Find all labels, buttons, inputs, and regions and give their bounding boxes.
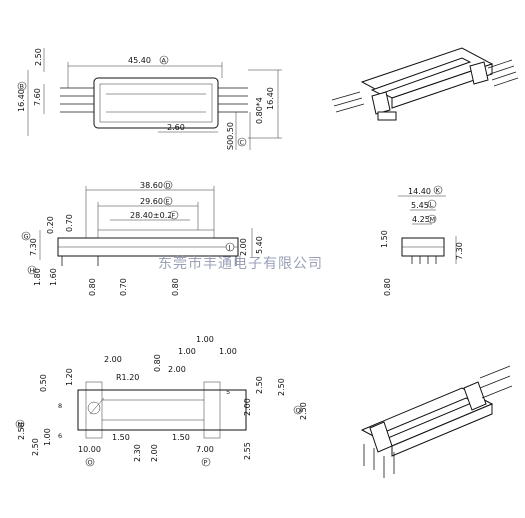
- front-bottom-b: 1.60: [49, 268, 58, 286]
- bottom-radius: R1.20: [116, 373, 139, 382]
- front-b2: 0.70: [119, 278, 128, 296]
- side-w3-ref: M: [430, 216, 436, 224]
- top-width-ref: A: [162, 57, 167, 65]
- bottom-b2: 1.50: [112, 433, 130, 442]
- side-w2: 5.45: [411, 201, 429, 210]
- bottom-b3: 2.30: [133, 444, 142, 462]
- front-d2-ref: E: [166, 198, 170, 206]
- top-width-dim: 45.40: [128, 56, 151, 65]
- front-left-b: 0.70: [65, 214, 74, 232]
- side-view: 14.40 K 5.45 L 4.25 M 1.50 7.30 0.80: [380, 185, 464, 296]
- side-w1: 14.40: [408, 187, 431, 196]
- front-b3: 0.80: [171, 278, 180, 296]
- bottom-l4: 2.50: [31, 438, 40, 456]
- bottom-b5: 1.50: [172, 433, 190, 442]
- bottom-r3: 2.50: [277, 378, 286, 396]
- bottom-t4: 2.00: [104, 355, 122, 364]
- top-inner: [99, 83, 213, 123]
- front-bottom-ref: H: [30, 267, 35, 275]
- bottom-l5: 1.00: [43, 428, 52, 446]
- bottom-t5: 0.80: [153, 354, 162, 372]
- bottom-b6-ref: P: [204, 459, 208, 467]
- side-left: 1.50: [380, 230, 389, 248]
- top-right-height: 16.40: [266, 87, 275, 110]
- top-pin-label-2: 0.80*4: [255, 97, 264, 124]
- side-w3: 4.25: [412, 215, 430, 224]
- top-bottom-dim: 2.60: [167, 123, 185, 132]
- bottom-t3: 1.00: [219, 347, 237, 356]
- side-height: 7.30: [455, 242, 464, 260]
- bottom-b4: 2.00: [150, 444, 159, 462]
- front-d1: 38.60: [140, 181, 163, 190]
- front-right-ref: J: [228, 244, 231, 252]
- front-right-b: 5.40: [255, 236, 264, 254]
- bottom-pin8: 8: [58, 402, 62, 410]
- side-w2-ref: L: [430, 201, 434, 209]
- bottom-t2: 1.00: [196, 335, 214, 344]
- front-d2: 29.60: [140, 197, 163, 206]
- bottom-l1: 0.50: [39, 374, 48, 392]
- front-view: 38.60 D 29.60 E 28.40±0.2 F 0.20 0.70 7.…: [21, 180, 264, 296]
- iso-view-bottom: [360, 365, 513, 478]
- front-bottom: 1.80: [33, 268, 42, 286]
- front-d3: 28.40±0.2: [130, 211, 172, 220]
- front-d1-ref: D: [166, 182, 171, 190]
- top-height-ref: B: [20, 83, 24, 91]
- bottom-b6: 7.00: [196, 445, 214, 454]
- bottom-pin5: 5: [226, 388, 230, 396]
- front-height-ref: G: [24, 233, 29, 241]
- top-pin-offset: 2.50: [34, 48, 43, 66]
- top-height-dim: 16.40: [17, 89, 26, 112]
- bottom-r-ref: Q: [296, 407, 301, 415]
- bottom-b1-ref: O: [88, 459, 93, 467]
- bottom-l2: 1.20: [65, 368, 74, 386]
- front-b1: 0.80: [88, 278, 97, 296]
- bottom-r1: 2.50: [255, 376, 264, 394]
- bottom-pin6: 6: [58, 432, 62, 440]
- top-body: [93, 77, 219, 129]
- bottom-b7: 2.55: [243, 442, 252, 460]
- front-height: 7.30: [29, 238, 38, 256]
- top-view: 45.40 A 16.40 B 7.60 2.50 16.40 2.60 S00…: [17, 48, 282, 150]
- top-pin-ref: C: [240, 139, 245, 147]
- bottom-r4: 2.50: [299, 402, 308, 420]
- bottom-view: 1.00 1.00 1.00 2.00 0.80 2.00 R1.20 0.50…: [15, 335, 308, 467]
- bottom-body: [77, 389, 247, 431]
- bottom-t1: 1.00: [178, 347, 196, 356]
- top-pin-label-1: S00.50: [226, 122, 235, 150]
- front-d3-ref: F: [172, 212, 176, 220]
- bottom-b1: 10.00: [78, 445, 101, 454]
- bottom-r2: 2.00: [243, 398, 252, 416]
- side-w1-ref: K: [436, 187, 441, 195]
- company-watermark: 东莞市丰通电子有限公司: [158, 255, 323, 272]
- side-bottom: 0.80: [383, 278, 392, 296]
- bottom-l3: 2.50: [17, 422, 26, 440]
- top-right-pins: [218, 87, 248, 113]
- top-left-pins: [60, 87, 94, 113]
- front-right-a: 2.00: [239, 238, 248, 256]
- top-inner-height: 7.60: [33, 88, 42, 106]
- front-pins: [61, 256, 237, 266]
- bottom-t6: 2.00: [168, 365, 186, 374]
- iso-view-top: [331, 47, 519, 121]
- bottom-n-ref: N: [18, 421, 23, 429]
- front-left-a: 0.20: [46, 216, 55, 234]
